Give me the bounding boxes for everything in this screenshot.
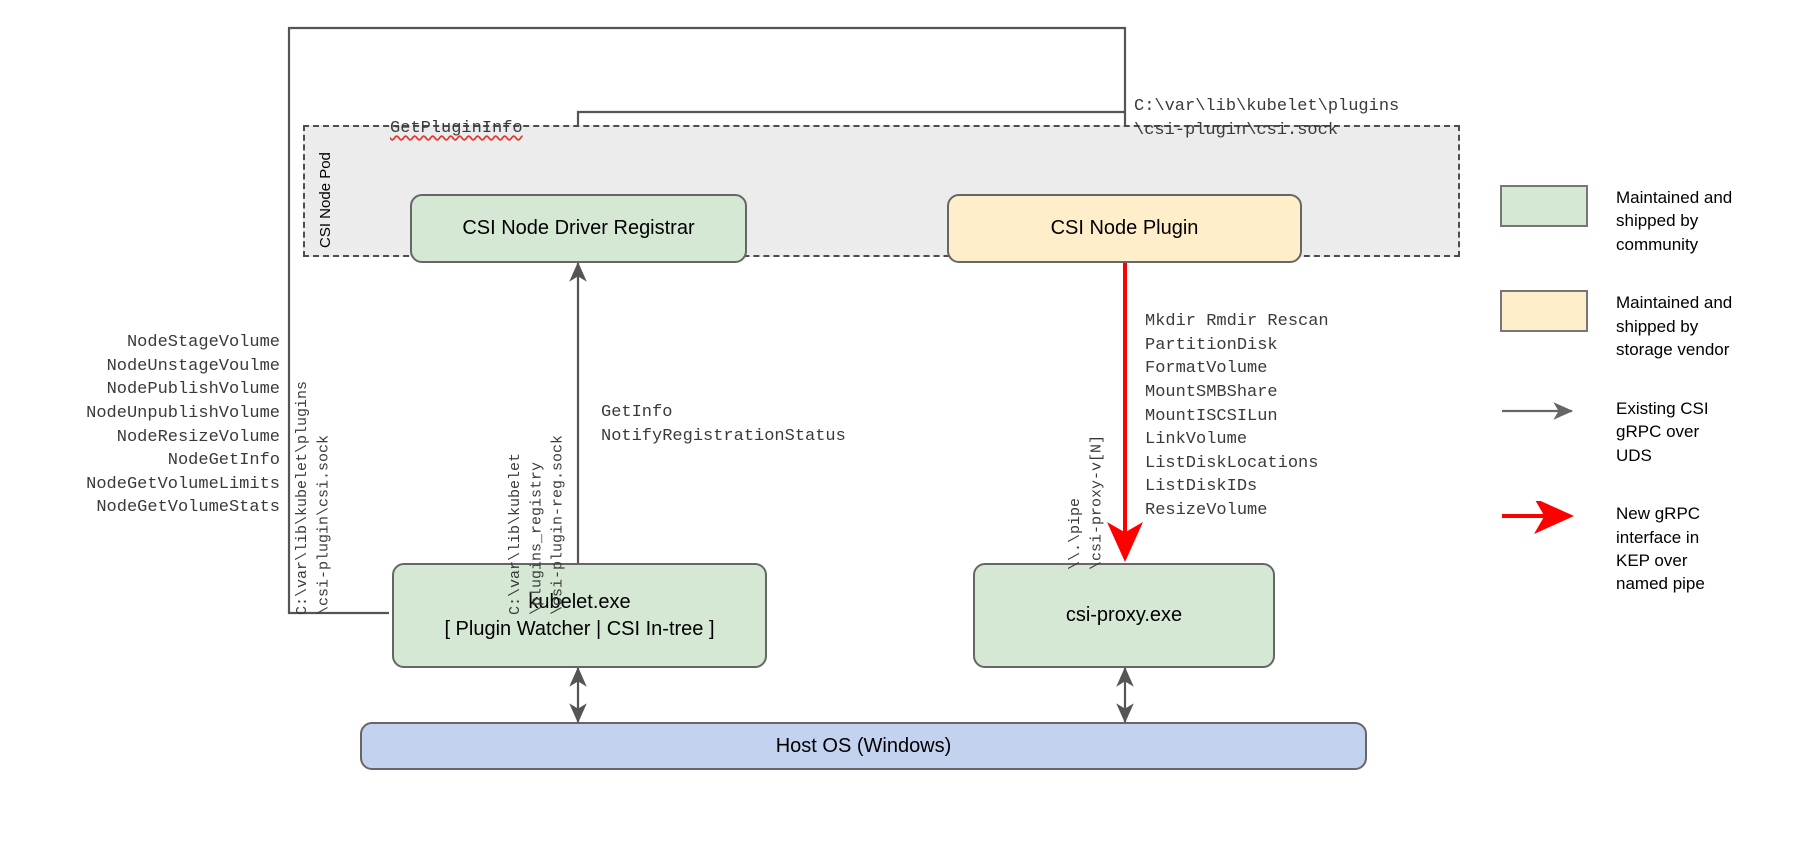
node-host-os[interactable]: Host OS (Windows)	[360, 722, 1367, 770]
legend-arrow-red-cell	[1500, 498, 1588, 543]
legend-item-storage-vendor: Maintained and shipped by storage vendor	[1500, 290, 1800, 361]
label-plugin-socket-path: C:\var\lib\kubelet\plugins \csi-plugin\c…	[1134, 97, 1400, 140]
node-csi-node-driver-registrar[interactable]: CSI Node Driver Registrar	[410, 194, 747, 263]
csi-node-pod-label: CSI Node Pod	[317, 152, 334, 248]
node-csi-node-driver-registrar-label: CSI Node Driver Registrar	[462, 217, 695, 239]
label-csi-proxy-rpcs: Mkdir Rmdir Rescan PartitionDisk FormatV…	[1145, 312, 1329, 520]
node-host-os-label: Host OS (Windows)	[775, 734, 952, 757]
legend-item-new-grpc: New gRPC interface in KEP over named pip…	[1500, 498, 1800, 596]
node-csi-proxy-exe-label: csi-proxy.exe	[1065, 604, 1183, 626]
label-node-rpc-list: NodeStageVolume NodeUnstageVoulme NodePu…	[86, 333, 280, 518]
legend-item-existing-csi: Existing CSI gRPC over UDS	[1500, 396, 1800, 467]
legend-label-existing-csi: Existing CSI gRPC over UDS	[1616, 398, 1709, 465]
label-get-plugin-info: GetPluginInfo	[390, 119, 523, 138]
legend-arrow-gray-cell	[1500, 396, 1588, 438]
node-csi-node-plugin-label: CSI Node Plugin	[1050, 217, 1199, 239]
label-named-pipe-path: \\.\pipe \csi-proxy-v[N]	[1067, 434, 1106, 570]
legend: Maintained and shipped by community Main…	[1500, 185, 1800, 630]
legend-swatch-storage-vendor	[1500, 290, 1588, 333]
label-kubelet-plugin-path: C:\var\lib\kubelet\plugins \csi-plugin\c…	[294, 380, 333, 615]
label-registry-path: C:\var\lib\kubelet \plugins_registry \cs…	[507, 434, 567, 615]
legend-label-storage-vendor: Maintained and shipped by storage vendor	[1616, 293, 1733, 360]
label-registration-rpcs: GetInfo NotifyRegistrationStatus	[601, 403, 846, 446]
node-kubelet-exe[interactable]: kubelet.exe [ Plugin Watcher | CSI In-tr…	[392, 563, 767, 668]
legend-label-community: Maintained and shipped by community	[1616, 188, 1733, 254]
node-kubelet-exe-line1: kubelet.exe	[528, 590, 631, 613]
node-csi-node-plugin[interactable]: CSI Node Plugin	[947, 194, 1302, 263]
legend-item-community: Maintained and shipped by community	[1500, 185, 1800, 256]
node-kubelet-exe-line2: [ Plugin Watcher | CSI In-tree ]	[444, 617, 715, 640]
legend-label-new-grpc: New gRPC interface in KEP over named pip…	[1616, 504, 1705, 594]
gray-arrow-icon	[1502, 401, 1574, 420]
edge-kubelet-to-node-plugin	[287, 26, 1134, 615]
legend-swatch-community	[1500, 185, 1588, 227]
node-csi-proxy-exe[interactable]: csi-proxy.exe	[973, 563, 1275, 668]
red-arrow-icon	[1502, 498, 1574, 535]
